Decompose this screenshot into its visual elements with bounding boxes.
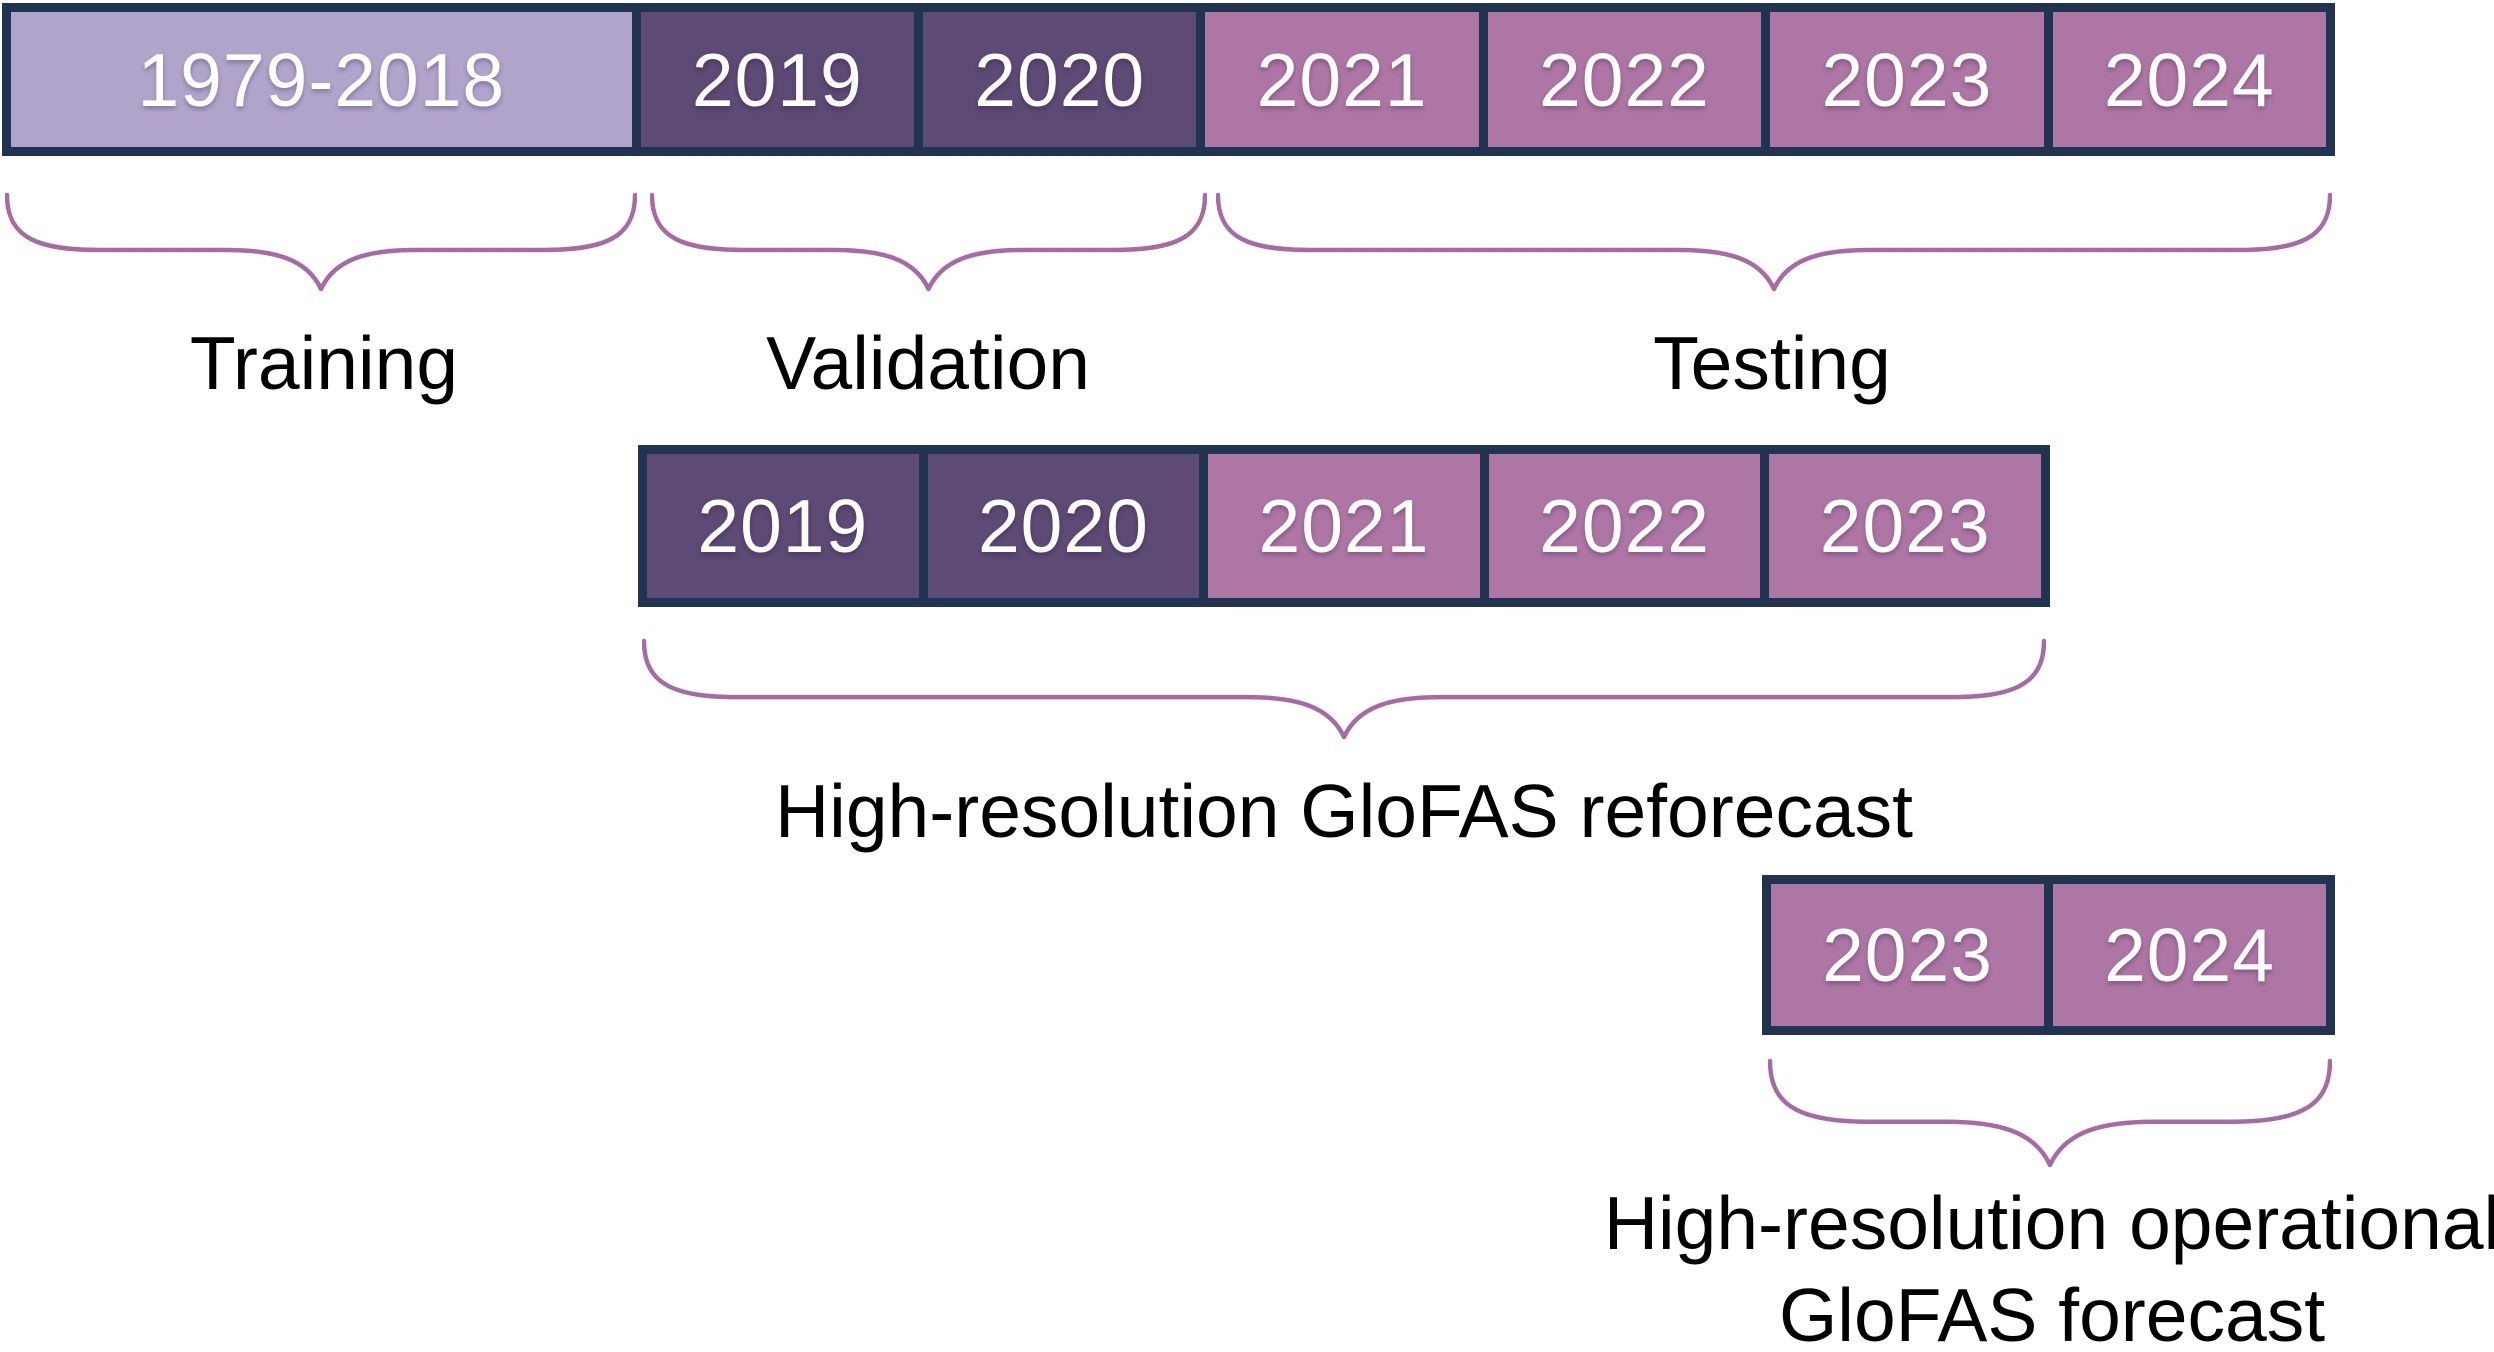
forecast-brace xyxy=(1768,1058,2332,1168)
segment-1979-2018: 1979-2018 xyxy=(11,12,632,147)
segment-2019: 2019 xyxy=(640,12,914,147)
segment-2020: 2020 xyxy=(923,12,1197,147)
validation-label: Validation xyxy=(766,321,1090,405)
segment-2024: 2024 xyxy=(2053,884,2326,1026)
forecast-label-line2: GloFAS forecast xyxy=(1778,1272,2326,1352)
testing-brace xyxy=(1216,192,2332,292)
reforecast-brace xyxy=(642,638,2046,740)
forecast-label-line1: High-resolution operational xyxy=(1603,1181,2494,1265)
segment-2021: 2021 xyxy=(1205,12,1479,147)
segment-2023: 2023 xyxy=(1769,454,2041,598)
segment-2023: 2023 xyxy=(1771,884,2044,1026)
segment-2024: 2024 xyxy=(2052,12,2326,147)
training-label: Training xyxy=(189,321,459,405)
segment-2022: 2022 xyxy=(1488,454,1761,598)
segment-2022: 2022 xyxy=(1487,12,1762,147)
segment-2021: 2021 xyxy=(1208,454,1480,598)
reforecast-label: High-resolution GloFAS reforecast xyxy=(774,769,1914,853)
training-brace xyxy=(5,192,637,292)
segment-2020: 2020 xyxy=(927,454,1200,598)
segment-2023: 2023 xyxy=(1770,12,2044,147)
validation-brace xyxy=(650,192,1207,292)
forecast-label: High-resolution operational GloFAS forec… xyxy=(1604,1178,2494,1352)
testing-label: Testing xyxy=(1653,321,1891,405)
segment-2019: 2019 xyxy=(647,454,919,598)
